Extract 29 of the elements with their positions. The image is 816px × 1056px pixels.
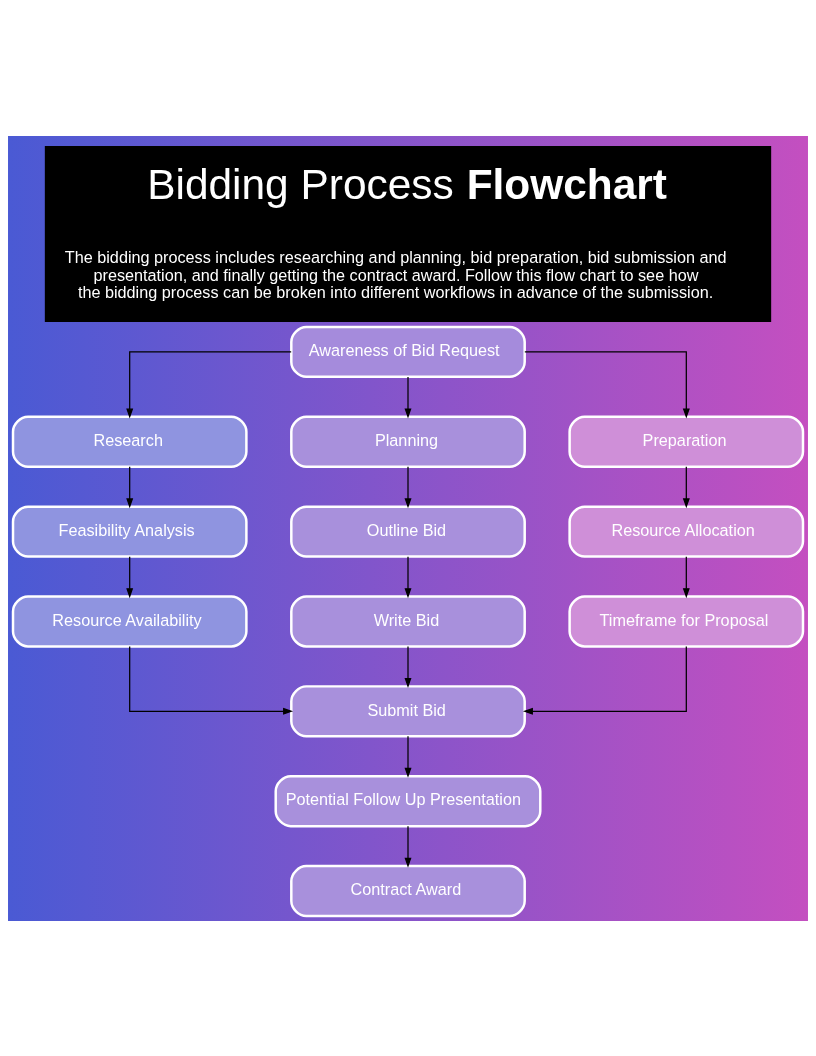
arrow xyxy=(522,645,687,715)
node-box: Awareness of Bid Request xyxy=(290,325,526,378)
arrow xyxy=(404,735,412,778)
arrow xyxy=(126,555,134,598)
diagram-title: Bidding Process Flowchart xyxy=(147,160,668,208)
arrow xyxy=(404,645,412,688)
node-box: Planning xyxy=(290,415,526,468)
node-box: Resource Availability xyxy=(11,594,248,648)
node-box: Resource Allocation xyxy=(568,504,805,558)
node-box: Preparation xyxy=(568,415,805,468)
node-box: Outline Bid xyxy=(290,504,526,558)
node-box: Contract Award xyxy=(290,864,526,917)
arrow xyxy=(126,350,292,419)
arrow xyxy=(404,465,412,508)
arrow xyxy=(682,555,690,598)
node-box: Submit Bid xyxy=(290,684,526,738)
arrow xyxy=(404,375,412,418)
arrow xyxy=(404,555,412,598)
arrow xyxy=(126,465,134,508)
node-box: Feasibility Analysis xyxy=(11,504,248,558)
node-box: Timeframe for Proposal xyxy=(568,594,805,648)
node-box: Research xyxy=(11,415,248,468)
arrow xyxy=(682,465,690,508)
arrow xyxy=(404,825,412,868)
arrow xyxy=(524,350,690,419)
caption: The bidding process includes researching and planning, bid preparation, bid submission and presentation, and finally getting the contract award. Follow this flow chart to see how the bidding process can be broken into different workflows in advance of the submission. xyxy=(64,247,727,301)
node-box: Potential Follow Up Presentation xyxy=(274,774,542,827)
arrow xyxy=(129,645,294,715)
node-box: Write Bid xyxy=(290,594,526,648)
